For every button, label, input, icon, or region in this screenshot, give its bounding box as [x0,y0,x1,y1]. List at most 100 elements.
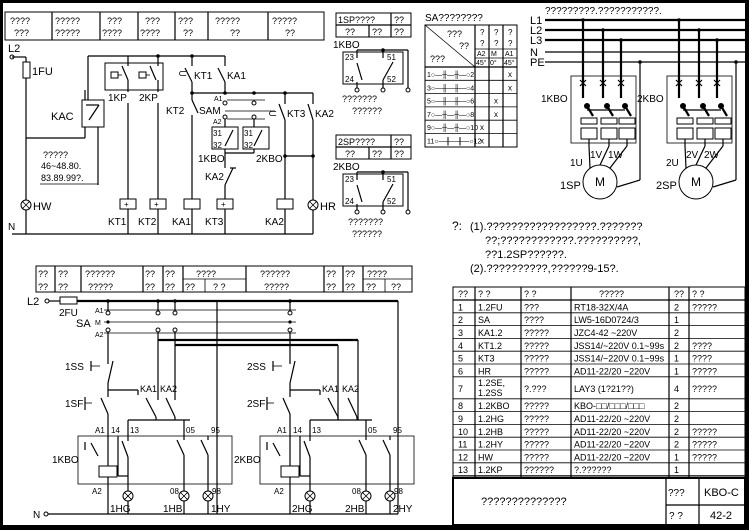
power-circuit-title: ?????????.???????????. [545,6,662,17]
kp-switch-box [104,62,164,91]
sp1-caption-2: ?????? [352,106,382,116]
sa-diag-top: ??? [447,29,462,39]
lamp-hg-label: 2HG [292,504,313,515]
title-block: ?????????????? ??? KBO-C ? ? 42-2 [452,477,746,526]
lower-header-10-l2b: ?? [391,282,401,292]
title-block-label-1: ??? [668,488,685,499]
sa-contact-pair: 7○—╫—╫—○8 [427,110,474,120]
parts-table-cell: AD11-22/20 ~220V [574,440,650,450]
lower-header-7-l2: ????? [264,282,289,292]
kt3-contact-icon: ⊂ [268,108,277,120]
sa-col-head-q2: ? [508,39,513,48]
coil-kt2-label: KT2 [138,217,157,228]
sa-contact-mark: x [494,97,498,106]
sa-contact-mark: x [494,110,498,119]
parts-table-row: 71.2SE,1.2SS?.???LAY3 (1?21??)4????? [458,378,717,398]
lower-header-8-l2: ?? [326,282,336,292]
lamp-hb-label: 1HB [163,504,183,515]
lower-header-table: ?? ?? ?? ?? ?????? ????? ?? ?? ?? ?? ???… [35,265,413,293]
parts-table-cell: SA [478,315,490,325]
coil-ka2 [276,198,294,210]
kbo-module-label: 2KBO [234,455,261,466]
ss-button-label: 2SS [247,362,266,373]
parts-table-cell: 1 [674,452,679,462]
coil-kt1-label: KT1 [108,217,127,228]
sa-col-position: M [491,51,497,58]
lower-sa-a1: A1 [95,308,104,315]
parts-table-cell: ??? [524,302,539,312]
parts-table-cell: AD11-22/20 ~220V [574,414,650,424]
sa-col-position: A1 [505,51,514,58]
sam-a2-label: A2 [213,119,222,126]
parts-table-cell: 1.2HG [478,414,504,424]
top-header-cell-2-l1: ????? [55,16,80,26]
sp1-terminal-52: 52 [387,75,396,84]
notes-line-3: ??1.2SP??????. [485,249,567,261]
lower-header-6-l1: ???? [196,269,216,279]
parts-table-cell: ???? [692,354,712,364]
parts-table-cell: 1.2KP [478,465,503,475]
sa-diag-mid: ?? [459,41,469,51]
sp1-terminal-23: 23 [345,53,354,62]
sa-col-angle: 45° [504,59,515,67]
kp2-label: 2KP [139,93,158,104]
parts-table-cell: 2 [674,414,679,424]
terminal-a1: A1 [95,426,105,435]
fuse-1fu-icon [22,61,31,79]
sp2-terminal-23: 23 [345,175,354,184]
parts-table-cell: ????? [524,328,549,338]
fuse-1fu-label: 1FU [32,66,53,78]
top-header-cell-5-l2: ?? [183,28,193,38]
sa-contact-mark: x [480,137,484,146]
parts-table-cell: ????? [692,366,717,376]
sa-table-row: 11○—╫—╫—○12x [427,137,484,147]
control-n-label: N [8,222,15,233]
parts-table-cell: 1.2HY [478,440,503,450]
parts-table-cell: KT1.2 [478,341,502,351]
sa-diag-bottom: ??? [430,54,445,64]
parts-table-header: ?? [458,289,468,299]
parts-table-cell: 2 [674,328,679,338]
sa-col-head-q2: ? [494,39,499,48]
parts-table-cell: 2 [674,302,679,312]
parts-table-cell: 2 [674,440,679,450]
start-button-icon [100,397,109,415]
lamp-hb-label: 2HB [345,504,365,515]
sa-contact-pair: 11○—╫—╫—○12 [427,137,482,147]
kt1-contact-icon: ⊂ [178,68,187,80]
kbo-breaker-box [570,75,637,144]
parts-table-cell: 10 [458,427,468,437]
parts-table-cell: ????? [524,440,549,450]
sp1-terminal-51: 51 [387,53,396,62]
frame-top [0,0,749,3]
lower-header-4-l2: ?? [145,282,155,292]
parts-table-cell: 2 [674,427,679,437]
lower-header-10-l1: ???? [367,269,387,279]
sp2-title: 2SP???? [338,137,375,147]
lower-header-10-l2a: ?? [366,282,376,292]
lower-sa-label: SA [76,318,91,330]
ss-button-label: 1SS [65,362,84,373]
parts-table-cell: KBO-□□/□□□/□□□ [574,401,645,411]
parts-table-cell: 7 [458,384,463,394]
parts-table-cell: ????? [692,440,717,450]
sp2-cell-4: ?? [394,149,404,159]
kbo-breaker-box [666,75,733,144]
lower-n-label: N [33,510,40,521]
ka2-contact-label: KA2 [160,384,177,394]
frame-left [0,0,3,530]
parts-table-cell: AD11-22/20 ~220V [574,366,650,376]
terminal-a2: A2 [274,487,284,496]
sp1-terminal-24: 24 [345,75,354,84]
top-header-table: ???? ??? ????? ????? ??? ???? ??? ???? ?… [4,11,325,41]
sp1-cell-3: ?? [372,27,382,37]
